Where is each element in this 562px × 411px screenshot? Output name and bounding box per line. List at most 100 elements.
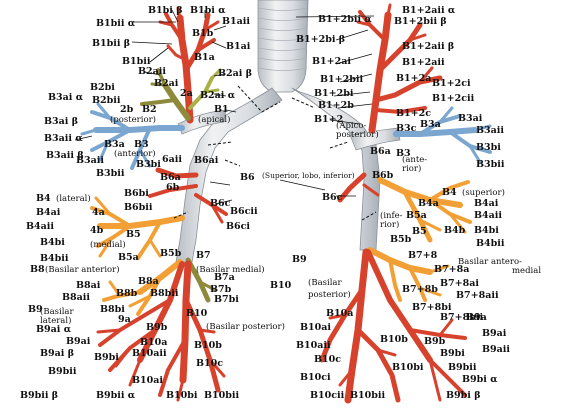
label-r-8: B8 [30,264,45,275]
label-l-12bii-beta: B1+2bii β [394,16,447,27]
right-middle-lobe-branches [90,196,185,260]
label-r-4b: 4b [90,225,104,236]
label-l-10b: B10b [380,334,408,345]
label-r-3bi: B3bi [136,159,161,170]
label-l-12bi: B1+2bi [314,88,354,99]
label-r-2bi: B2bi [90,82,115,93]
label-r-6a: B6a [160,172,181,183]
label-r-1bii: B1bii [122,56,151,67]
caption-basilar-antero-medial-2: medial [512,266,541,276]
label-r-9b: B9b [146,322,168,333]
label-r-10: B10 [186,308,208,319]
label-l-12aii-beta: B1+2aii β [402,41,454,52]
label-r-5b: B5b [160,248,182,259]
region-captions: (apical) (posterior) (anterior) (Superio… [40,114,541,332]
label-l-5: B5 [412,226,427,237]
label-r-7b: B7b [210,284,232,295]
label-l-9bi-alpha: B9bi α [462,374,498,385]
label-l-5b: B5b [390,234,412,245]
label-l-4aii: B4aii [474,210,502,221]
label-l-78bi: B7+8bi [412,302,452,313]
right-lower-lobe-branches [96,167,228,402]
label-r-1: B1 [214,104,229,115]
label-r-3a: B3a [104,139,125,150]
label-l-12: B1+2 [314,114,343,125]
label-l-6a: B6a [370,146,391,157]
label-r-9bii-alpha: B9bii α [96,390,136,401]
label-r-3aii-alpha: B3aii α [44,133,83,144]
caption-inferior-1: (infe- [380,210,403,221]
label-l-3c: B3c [396,123,417,134]
label-l-3: B3 [396,148,411,159]
caption-posterior-right: (posterior) [110,114,156,125]
label-r-2a: 2a [180,88,193,99]
label-l-10a: B10a [326,308,353,319]
label-r-9bii-beta: B9bii β [20,390,58,401]
label-r-8ai: B8ai [76,280,101,291]
caption-basilar-medial: (Basilar medial) [196,264,265,275]
label-l-9a: B9a [466,312,487,323]
label-l-12bi-beta: B1+2bi β [296,34,345,45]
label-r-1bi-alpha: B1bi α [190,5,226,16]
label-l-12bii: B1+2bii [320,74,363,85]
label-r-2aii: B2aii [138,66,166,77]
label-r-3ai-beta: B3ai β [44,116,78,127]
label-l-4bii: B4bii [476,238,505,249]
label-r-9ai: B9ai [66,336,91,347]
label-r-10aii: B10aii [132,348,167,359]
label-l-10c: B10c [314,354,341,365]
label-l-5a: B5a [406,210,427,221]
label-r-9: B9 [28,304,43,315]
label-r-9ai-alpha: B9ai α [36,324,72,335]
caption-medial: (medial) [90,239,126,250]
label-r-10bii: B10bii [204,390,240,401]
label-l-3aii: B3aii [476,125,504,136]
caption-basilar-antero-medial-1: Basilar antero- [458,257,522,267]
label-r-2: B2 [142,104,157,115]
label-r-6bi: B6bi [124,188,149,199]
label-r-1a: B1a [194,52,215,63]
label-l-9aii: B9aii [482,344,510,355]
label-l-78a: B7+8a [434,264,469,275]
segment-boundaries [173,85,377,221]
trachea [257,0,309,93]
bronchus-labels: B1bii α B1bi β B1bi α B1aii B1bii β B1b … [20,5,510,401]
label-r-6aii: 6aii [162,154,182,165]
caption-basilar-lateral-2: lateral) [40,315,71,326]
label-l-9: B9 [292,254,307,265]
label-r-2ai: B2ai [154,78,179,89]
label-l-12b: B1+2b [318,100,354,111]
caption-basilar-posterior-right: (Basilar posterior) [206,321,285,332]
label-r-10b: B10b [194,340,222,351]
label-r-6bii: B6bii [124,202,153,213]
label-r-2b: 2b [120,104,134,115]
label-r-3aii-beta: B3aii β [46,150,84,161]
label-r-6ci: B6ci [226,221,250,232]
caption-basilar-lateral-1: (Basilar [40,306,74,317]
label-l-4a: B4a [418,198,439,209]
label-l-4bi: B4bi [474,225,499,236]
label-r-1bi-beta: B1bi β [148,5,183,16]
label-l-78aii: B7+8aii [456,290,499,301]
caption-superior-left: (superior) [462,187,505,198]
label-r-10ai: B10ai [132,375,163,386]
label-r-7: B7 [196,250,211,261]
label-l-12aii: B1+2aii [402,57,445,68]
label-r-6b: 6b [166,182,180,193]
caption-apico-2: posterior) [336,129,379,140]
caption-basilar-posterior-left-1: (Basilar [308,277,342,288]
label-l-12ci: B1+2ci [432,78,471,89]
label-r-9ai-beta: B9ai β [40,348,74,359]
label-r-4aii: B4aii [26,221,54,232]
label-r-10a: B10a [140,337,167,348]
caption-anterior-left-2: rior) [402,163,421,174]
label-l-78: B7+8 [408,250,438,261]
label-l-6b: B6b [372,170,394,181]
label-r-1ai: B1ai [226,41,251,52]
label-l-12aii-alpha: B1+2aii α [402,5,456,16]
label-r-8aii: B8aii [62,292,90,303]
label-r-8bi: B8bi [100,304,125,315]
label-r-3ai-alpha: B3ai α [48,92,84,103]
